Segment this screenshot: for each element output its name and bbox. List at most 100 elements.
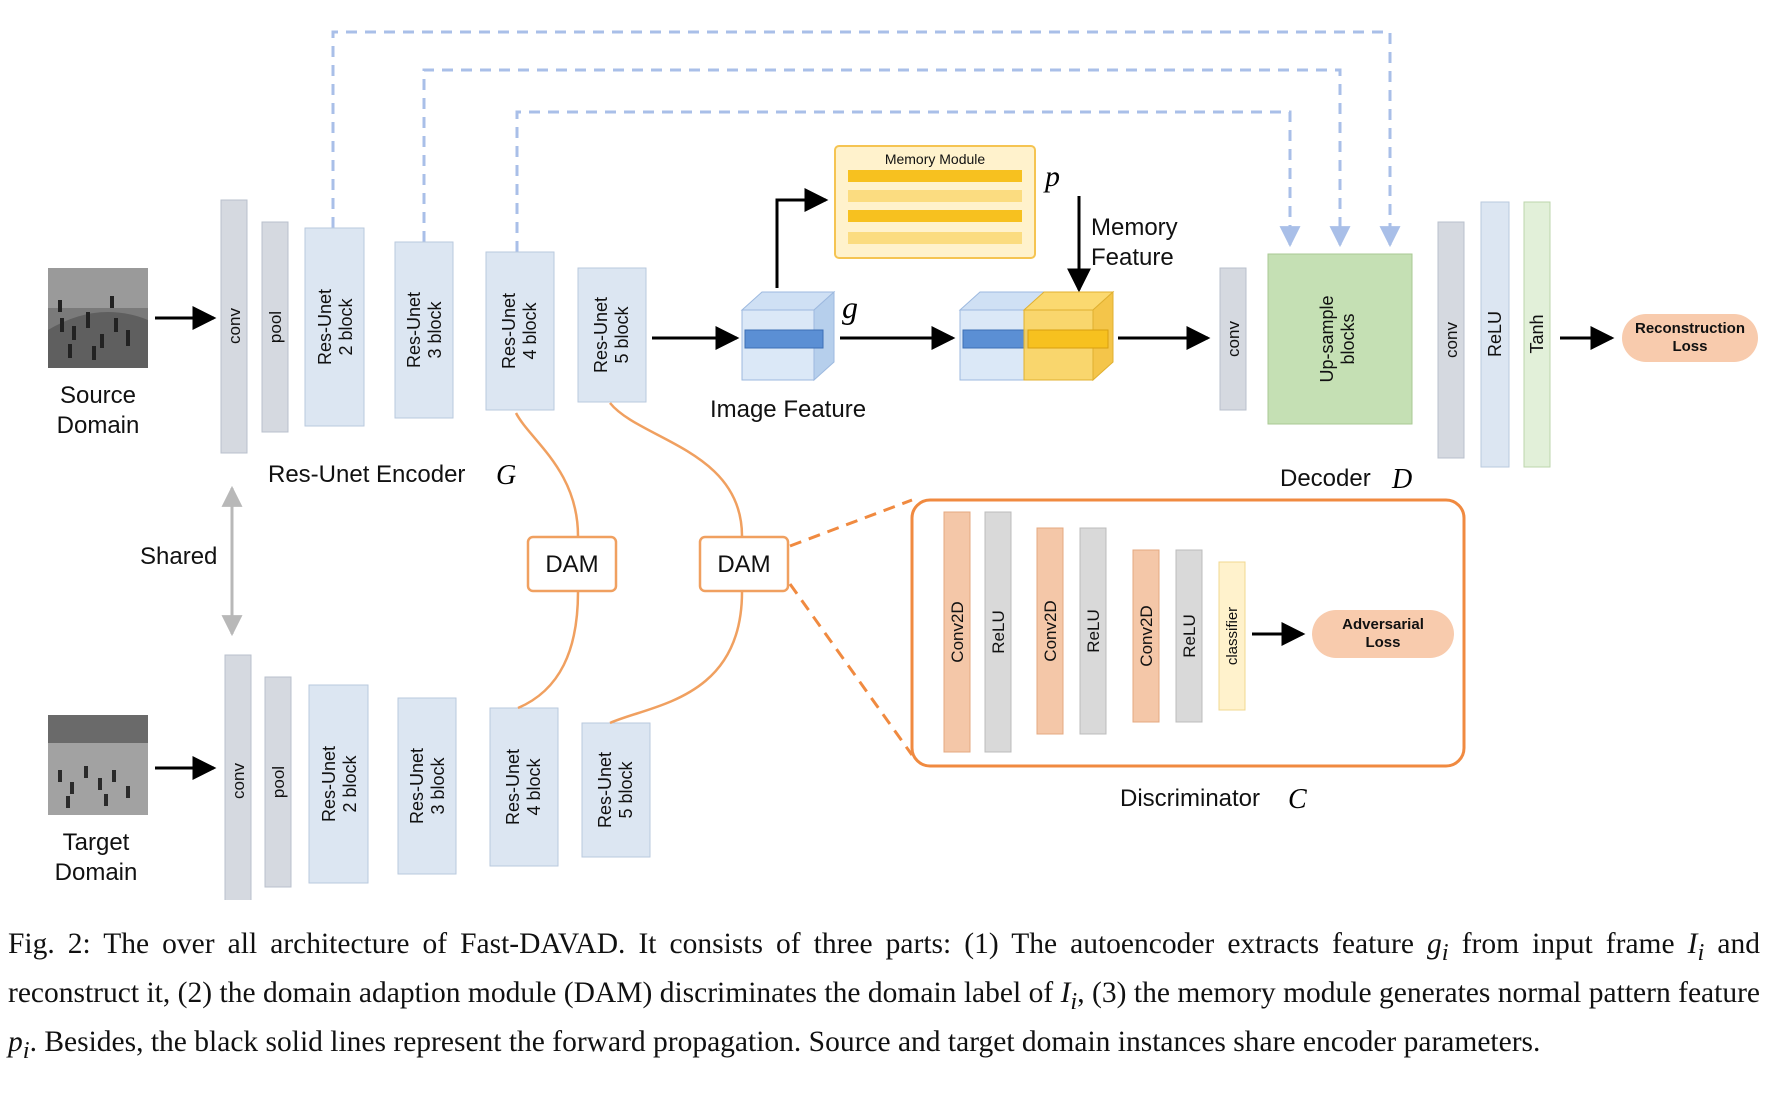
zoom-line-bottom [788, 583, 914, 756]
skip-connections [331, 30, 1401, 252]
source-block2-label-line1: Res-Unet [315, 289, 335, 365]
reconstruction-loss [1622, 314, 1758, 362]
upsample-blocks [1267, 253, 1413, 425]
target-block5-label-line1: Res-Unet [595, 752, 615, 828]
target-frame-image [48, 715, 148, 815]
source-block4-label-line1: Res-Unet [499, 293, 519, 369]
memory-module-label: Memory Module [885, 151, 986, 167]
target-resunet-block2 [308, 684, 369, 884]
source-resunet-block2 [304, 227, 365, 427]
target-pool-layer [264, 676, 292, 888]
memory-slot-4 [848, 232, 1022, 244]
caption-fig-number: Fig. 2: [8, 928, 91, 960]
discriminator: Conv2D ReLU Conv2D ReLU Conv2D ReLU clas… [910, 498, 1466, 768]
target-block5-label-line2: 5 block [616, 760, 636, 818]
skip-connection-block2 [331, 30, 1401, 248]
caption-text-1: The over all architecture of Fast-DAVAD.… [90, 928, 1428, 960]
target-block2-label-line1: Res-Unet [319, 746, 339, 822]
target-block4-label-line1: Res-Unet [503, 749, 523, 825]
disc-layer-relu-3-label: ReLU [1180, 614, 1199, 657]
reconstruction-loss-label-line2: Loss [1672, 338, 1707, 355]
zoom-line-top [789, 498, 913, 548]
dam-b-link-target [609, 591, 744, 725]
disc-layer-relu-2-label: ReLU [1084, 609, 1103, 652]
target-resunet-block3 [397, 697, 457, 875]
dam-a-link-target [517, 591, 580, 710]
source-block5-label-line1: Res-Unet [591, 297, 611, 373]
target-conv-label: conv [229, 763, 248, 799]
dam-module-b [698, 535, 790, 593]
decoder-conv-label: conv [1224, 321, 1243, 357]
dam-module-a [526, 535, 618, 593]
disc-layer-classifier [1218, 561, 1246, 711]
caption-text-4: , (3) the memory module generates normal… [1077, 976, 1760, 1009]
decoder-tanh-layer [1523, 201, 1551, 468]
disc-layer-relu-1 [984, 511, 1012, 753]
memory-module: Memory Module [834, 145, 1036, 259]
target-domain-label-line2: Domain [55, 859, 138, 886]
g-symbol: g [842, 289, 858, 325]
source-conv-layer [220, 199, 248, 454]
decoder-relu-label: ReLU [1485, 311, 1505, 357]
caption-g-symbol: g [1427, 928, 1442, 960]
shared-label: Shared [140, 543, 217, 570]
source-domain-label-line2: Domain [57, 412, 140, 439]
image-feature-cube [740, 290, 836, 382]
target-resunet-block5 [581, 722, 651, 858]
target-resunet-block4 [489, 707, 559, 867]
disc-layer-relu-3 [1175, 549, 1203, 723]
decoder-relu-layer [1480, 201, 1510, 468]
memory-feature-label-line1: Memory [1091, 214, 1178, 241]
caption-p-subscript: i [22, 1036, 30, 1064]
disc-layer-conv2d-1 [943, 511, 971, 753]
dam-a-label: DAM [545, 551, 598, 578]
disc-layer-relu-1-label: ReLU [989, 610, 1008, 653]
source-resunet-block5 [577, 267, 647, 403]
adversarial-loss [1312, 610, 1454, 658]
dam-b-label: DAM [717, 551, 770, 578]
disc-layer-classifier-label: classifier [1224, 607, 1241, 665]
target-encoder: conv pool Res-Unet 2 block Res-Unet 3 bl… [224, 654, 651, 900]
source-block2-label-line2: 2 block [336, 297, 356, 355]
memory-slot-1 [848, 170, 1022, 182]
dam-a-link-source [514, 412, 580, 537]
source-frame-image [48, 268, 148, 368]
source-block5-label-line2: 5 block [612, 305, 632, 363]
decoder: conv Up-sample blocks conv ReLU Tanh [1219, 201, 1551, 468]
g-feature-slice [744, 329, 824, 349]
target-block3-label-line1: Res-Unet [407, 748, 427, 824]
disc-layer-conv2d-2 [1036, 527, 1064, 735]
memory-feature-label-line2: Feature [1091, 244, 1174, 271]
decoder-out-conv-label: conv [1442, 322, 1461, 358]
encoder-symbol: G [496, 460, 516, 491]
caption-text-5: . Besides, the black solid lines represe… [29, 1025, 1541, 1058]
memory-slot-3 [848, 210, 1022, 222]
decoder-title: Decoder [1280, 465, 1371, 492]
source-block4-label-line2: 4 block [520, 301, 540, 359]
dam-b-link-source [609, 402, 744, 537]
disc-layer-conv2d-1-label: Conv2D [948, 601, 967, 662]
disc-layer-conv2d-3 [1132, 549, 1160, 723]
target-block3-label-line2: 3 block [428, 756, 448, 814]
dam-connections [514, 402, 744, 725]
source-pool-label: pool [266, 311, 285, 343]
encoder-title: Res-Unet Encoder [268, 461, 465, 488]
reconstruction-loss-label-line1: Reconstruction [1635, 320, 1745, 337]
feature-to-memory-arrow [775, 188, 829, 288]
figure-caption: Fig. 2: The over all architecture of Fas… [8, 924, 1760, 1071]
architecture-diagram: Source Domain Target Domain conv pool Re… [48, 30, 1758, 900]
caption-text-2: from input frame [1448, 928, 1688, 960]
upsample-label-line1: Up-sample [1317, 295, 1337, 382]
disc-layer-conv2d-3-label: Conv2D [1137, 605, 1156, 666]
target-conv-layer [224, 654, 252, 900]
adversarial-loss-label-line2: Loss [1365, 634, 1400, 651]
memory-slot-2 [848, 190, 1022, 202]
source-block3-label-line1: Res-Unet [404, 292, 424, 368]
caption-I-symbol: I [1687, 928, 1698, 960]
caption-g-subscript: i [1441, 938, 1449, 966]
target-pool-label: pool [269, 766, 288, 798]
upsample-label-line2: blocks [1338, 313, 1358, 364]
skip-connection-block4 [515, 110, 1301, 252]
adversarial-loss-label-line1: Adversarial [1342, 616, 1424, 633]
decoder-tanh-label: Tanh [1527, 314, 1547, 353]
